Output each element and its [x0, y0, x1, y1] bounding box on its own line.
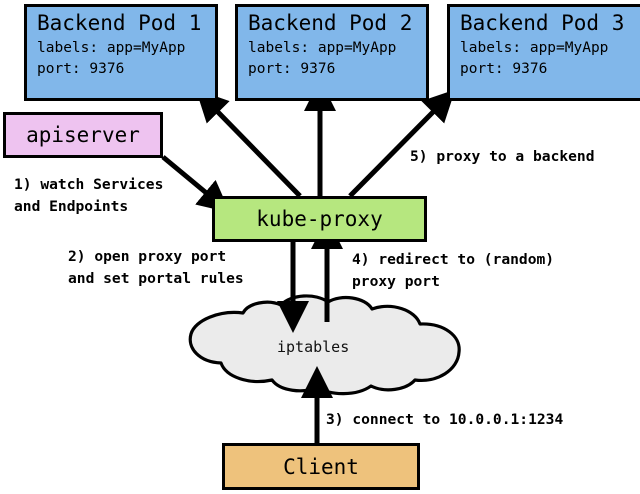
step-2-line-2: and set portal rules	[68, 270, 244, 287]
client-box[interactable]: Client	[222, 443, 420, 490]
kube-proxy-label: kube-proxy	[256, 207, 383, 231]
backend-pod-2-port: port: 9376	[248, 61, 336, 77]
kube-proxy-box[interactable]: kube-proxy	[212, 196, 427, 242]
backend-pod-1-box[interactable]: Backend Pod 1 labels: app=MyApp port: 93…	[24, 4, 218, 101]
backend-pod-2-box[interactable]: Backend Pod 2 labels: app=MyApp port: 93…	[235, 4, 429, 101]
apiserver-label: apiserver	[26, 123, 140, 147]
backend-pod-1-port: port: 9376	[37, 61, 125, 77]
step-1-line-2: and Endpoints	[14, 198, 129, 215]
arrow-kubeproxy-to-pod3	[348, 89, 456, 198]
backend-pod-3-title: Backend Pod 3	[460, 11, 625, 35]
step-3-label: 3) connect to 10.0.0.1:1234	[326, 411, 564, 428]
backend-pod-2-title: Backend Pod 2	[248, 11, 413, 35]
backend-pod-1-title: Backend Pod 1	[37, 11, 202, 35]
apiserver-box[interactable]: apiserver	[3, 112, 163, 158]
step-4-line-2: proxy port	[352, 273, 440, 290]
iptables-label: iptables	[277, 338, 350, 356]
step-2-line-1: 2) open proxy port	[68, 248, 227, 265]
client-label: Client	[283, 454, 359, 479]
step-5-label: 5) proxy to a backend	[410, 148, 595, 165]
step-1-line-1: 1) watch Services	[14, 176, 164, 193]
backend-pod-3-labels: labels: app=MyApp	[460, 40, 609, 56]
backend-pod-2-labels: labels: app=MyApp	[248, 40, 397, 56]
arrow-apiserver-to-kubeproxy	[161, 155, 231, 213]
arrow-kubeproxy-to-pod1	[195, 89, 302, 198]
backend-pod-3-port: port: 9376	[460, 61, 548, 77]
backend-pod-1-labels: labels: app=MyApp	[37, 40, 186, 56]
backend-pod-3-box[interactable]: Backend Pod 3 labels: app=MyApp port: 93…	[447, 4, 640, 101]
step-4-line-1: 4) redirect to (random)	[352, 251, 555, 268]
